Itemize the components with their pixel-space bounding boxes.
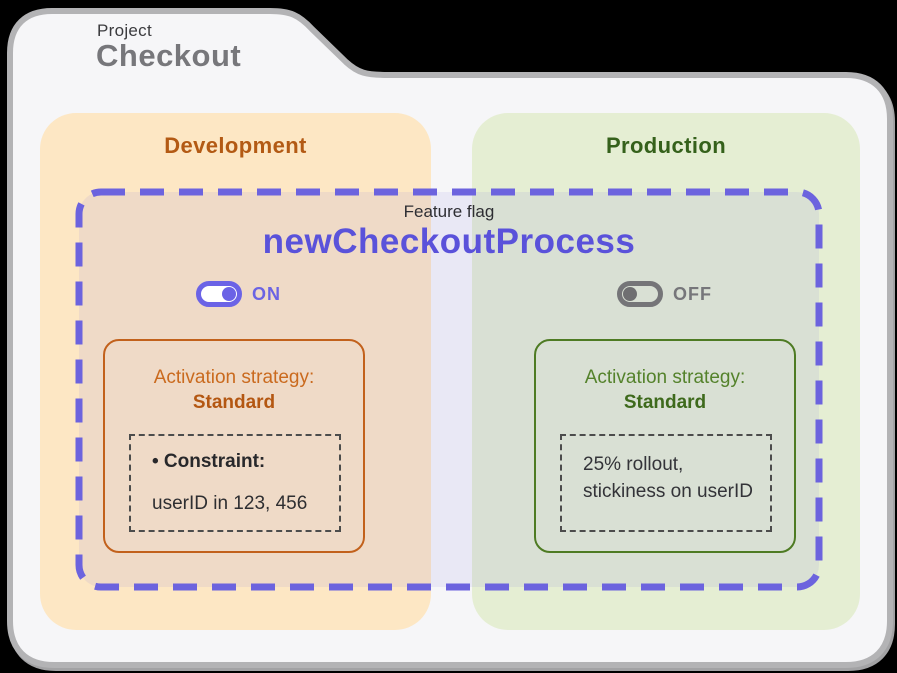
constraint-box: • Constraint: userID in 123, 456 [129,434,341,532]
feature-flag-label: Feature flag [403,202,495,221]
environment-title-development: Development [164,133,307,158]
strategy-type: Standard [192,392,276,413]
strategy-type: Standard [623,392,707,413]
strategy-card-production: Activation strategy: Standard 25% rollou… [534,339,796,553]
constraint-label: • Constraint: [152,451,266,472]
project-label: Project [97,21,153,40]
rollout-line-1: 25% rollout, [583,454,684,475]
rollout-line-2: stickiness on userID [583,481,754,502]
toggle-knob-icon [623,287,637,301]
toggle-state-production: OFF [673,283,712,304]
environment-title-production: Production [605,133,727,158]
toggle-row-production: OFF [617,281,712,307]
feature-flag-name: newCheckoutProcess [262,222,636,261]
toggle-switch-production[interactable] [617,281,663,307]
strategy-heading: Activation strategy: [584,367,746,388]
project-name: Checkout [96,38,242,73]
toggle-knob-icon [222,287,236,301]
strategy-heading: Activation strategy: [153,367,315,388]
constraint-value: userID in 123, 456 [152,493,308,514]
toggle-row-development: ON [196,281,281,307]
strategy-card-development: Activation strategy: Standard • Constrai… [103,339,365,553]
rollout-box: 25% rollout, stickiness on userID [560,434,772,532]
toggle-switch-development[interactable] [196,281,242,307]
toggle-state-development: ON [252,283,281,304]
